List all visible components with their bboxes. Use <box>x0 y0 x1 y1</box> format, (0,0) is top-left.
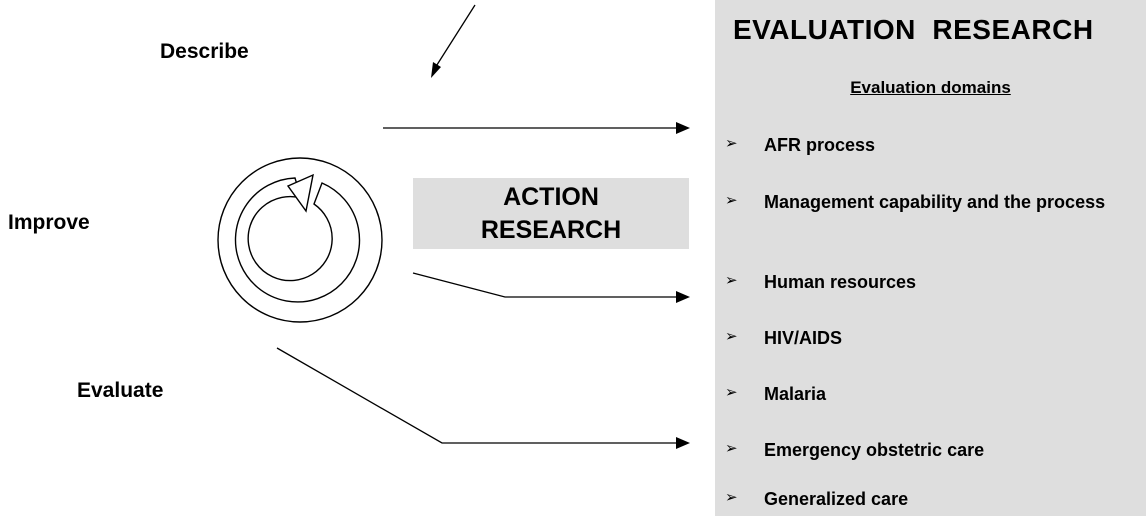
action-research-line2: RESEARCH <box>480 215 622 244</box>
domain-label: Emergency obstetric care <box>764 440 985 460</box>
bullet-arrow-icon: ➢ <box>725 135 738 152</box>
domain-label: HIV/AIDS <box>764 328 843 348</box>
evaluation-research-title: EVALUATION RESEARCH <box>733 14 1094 45</box>
action-research-line1: ACTION <box>503 182 599 211</box>
evaluate-label: Evaluate <box>77 379 164 402</box>
domain-label: Malaria <box>764 384 827 404</box>
bullet-arrow-icon: ➢ <box>725 328 738 345</box>
top-connector-arrow <box>383 122 690 134</box>
bullet-arrow-icon: ➢ <box>725 440 738 457</box>
cycle-arrow-icon <box>217 157 383 323</box>
action-research-box: ACTION RESEARCH <box>413 178 689 249</box>
improve-label: Improve <box>8 211 90 234</box>
evaluation-research-panel: EVALUATION RESEARCH Evaluation domains ➢… <box>715 0 1146 516</box>
domain-label: Generalized care <box>764 489 909 509</box>
describe-label: Describe <box>160 40 249 63</box>
bullet-arrow-icon: ➢ <box>725 384 738 401</box>
describe-arrow <box>431 4 476 78</box>
evaluation-domains-heading: Evaluation domains <box>850 78 1011 97</box>
middle-connector-arrow <box>412 272 690 303</box>
bullet-arrow-icon: ➢ <box>725 192 738 209</box>
domain-label: AFR process <box>764 135 876 155</box>
bottom-connector-arrow <box>276 347 690 449</box>
domain-label: Management capability and the process <box>764 192 1106 212</box>
bullet-arrow-icon: ➢ <box>725 489 738 506</box>
bullet-arrow-icon: ➢ <box>725 272 738 289</box>
domain-label: Human resources <box>764 272 917 292</box>
